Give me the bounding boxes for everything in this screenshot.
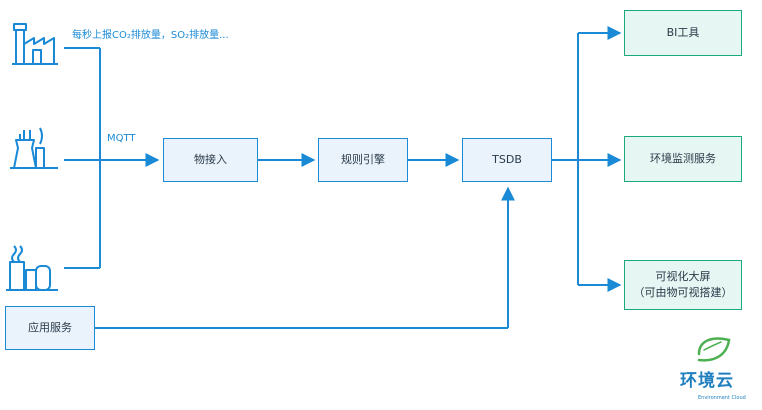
data-annotation: 每秒上报CO₂排放量，SO₂排放量...	[72, 30, 229, 41]
protocol-label: MQTT	[107, 133, 136, 144]
refinery-icon	[6, 245, 58, 291]
ingest-node[interactable]: 物接入	[163, 138, 258, 182]
power-plant-icon	[10, 127, 58, 169]
app-service-node[interactable]: 应用服务	[5, 306, 95, 350]
monitor-service-node[interactable]: 环境监测服务	[624, 136, 742, 182]
bi-tool-node[interactable]: BI工具	[624, 10, 742, 56]
tsdb-node[interactable]: TSDB	[462, 138, 552, 182]
visualization-title: 可视化大屏	[655, 270, 711, 283]
logo-tagline: Environment Cloud	[698, 395, 746, 401]
factory-icon	[12, 23, 58, 65]
rules-engine-node[interactable]: 规则引擎	[318, 138, 408, 182]
visualization-node[interactable]: 可视化大屏 （可由物可视搭建）	[624, 260, 742, 310]
leaf-icon	[697, 337, 731, 362]
logo-name: 环境云	[680, 371, 734, 391]
visualization-subtitle: （可由物可视搭建）	[633, 286, 733, 299]
